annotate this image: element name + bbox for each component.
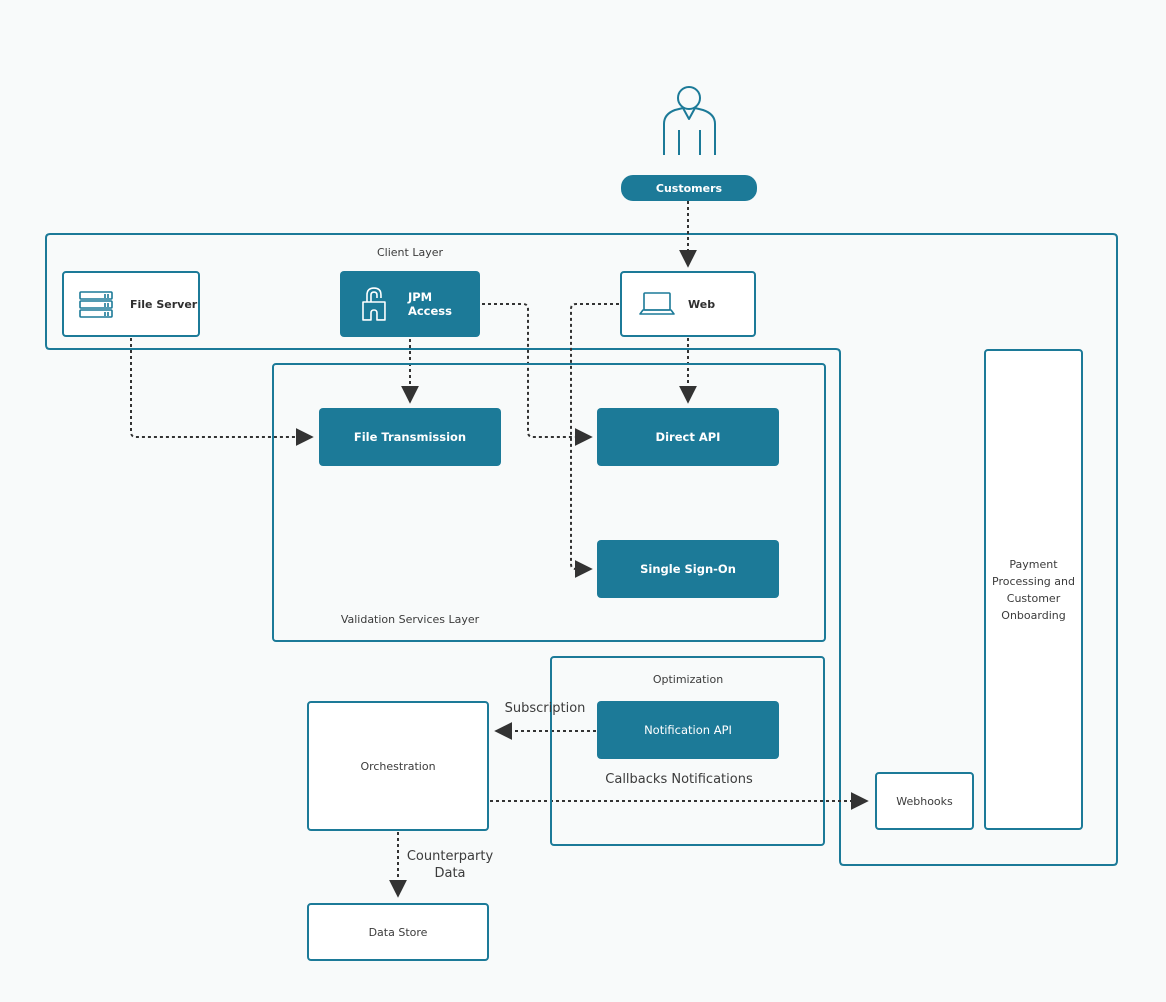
jpm-access-label: JPM Access (407, 290, 452, 318)
validation-services-frame (272, 363, 826, 642)
client-layer-title: Client Layer (376, 246, 443, 259)
file-server-label: File Server (130, 297, 198, 311)
optimization-title: Optimization (652, 673, 724, 686)
file-server-node[interactable]: File Server (62, 271, 200, 337)
file-transmission-node[interactable]: File Transmission (319, 408, 501, 466)
jpm-access-node[interactable]: JPM Access (340, 271, 480, 337)
payment-processing-node[interactable]: Payment Processing and Customer Onboardi… (984, 349, 1083, 830)
jpm-to-directapi (482, 303, 593, 446)
single-sign-on-label: Single Sign-On (640, 562, 736, 576)
notification-api-label: Notification API (644, 723, 732, 737)
counterparty-data-line-2: Data (434, 866, 466, 881)
direct-api-label: Direct API (655, 430, 721, 444)
counterparty-data-label: Counterparty Data (404, 848, 496, 882)
orchestration-node[interactable]: Orchestration (307, 701, 489, 831)
platform-frame (45, 233, 1118, 866)
payment-processing-line-3: Customer (1006, 591, 1061, 605)
file-transmission-label: File Transmission (353, 430, 467, 444)
server-icon (79, 291, 113, 318)
user-icon (663, 86, 716, 155)
customers-label: Customers (655, 181, 723, 195)
fileserver-to-filetransmission (130, 338, 314, 446)
web-to-singlesignon (570, 303, 619, 578)
validation-services-title: Validation Services Layer (340, 613, 480, 626)
web-label: Web (688, 297, 716, 311)
payment-processing-line-2: Processing and (992, 574, 1075, 588)
notification-api-node[interactable]: Notification API (597, 701, 779, 759)
web-node[interactable]: Web (620, 271, 756, 337)
single-sign-on-node[interactable]: Single Sign-On (597, 540, 779, 598)
lock-icon (362, 287, 386, 321)
callbacks-notifications-label: Callbacks Notifications (605, 772, 753, 787)
direct-api-node[interactable]: Direct API (597, 408, 779, 466)
data-store-node[interactable]: Data Store (307, 903, 489, 961)
counterparty-data-line-1: Counterparty (406, 849, 494, 864)
laptop-icon (639, 292, 675, 315)
optimization-frame (550, 656, 825, 846)
data-store-label: Data Store (368, 925, 428, 939)
customers-pill: Customers (621, 175, 757, 201)
webhooks-label: Webhooks (896, 794, 953, 808)
payment-processing-line-1: Payment (1009, 557, 1058, 571)
payment-processing-line-4: Onboarding (1001, 608, 1066, 622)
subscription-label: Subscription (504, 701, 586, 716)
payment-processing-label: Payment Processing and Customer Onboardi… (992, 556, 1075, 624)
webhooks-node[interactable]: Webhooks (875, 772, 974, 830)
orchestration-label: Orchestration (360, 759, 436, 773)
